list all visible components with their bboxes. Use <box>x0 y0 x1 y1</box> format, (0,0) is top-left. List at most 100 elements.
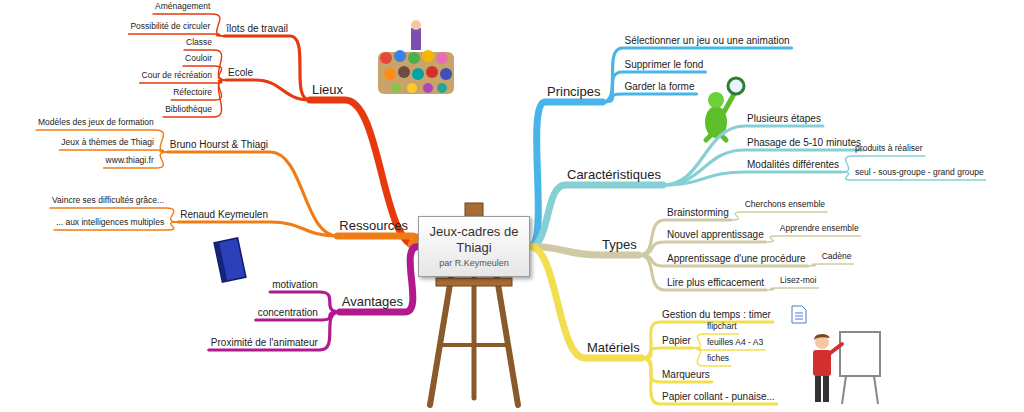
subtopic: Phasage de 5-10 minutes <box>745 137 863 151</box>
mindmap-branch <box>603 48 792 102</box>
mindmap-branch <box>140 80 226 83</box>
detail-topic: flipchart <box>705 322 739 334</box>
detail-topic: Couloir <box>183 54 214 66</box>
mindmap-branch <box>663 150 863 185</box>
topic-label: Gestion du temps : timer <box>662 309 771 321</box>
topic-label: Ressources <box>339 219 408 234</box>
mindmap-branch <box>642 358 777 404</box>
topic-label: Renaud Keymeulen <box>180 209 268 221</box>
subtopic: Garder la forme <box>622 81 696 95</box>
mindmap-branch <box>59 150 168 152</box>
mindmap-branch <box>163 80 226 117</box>
topic-label: Cadène <box>822 252 852 262</box>
subtopic: Brainstorming <box>665 207 731 221</box>
topic-label: Cherchons ensemble <box>745 200 825 210</box>
subtopic: îlots de travail <box>224 23 290 37</box>
subtopic: Papier collant - punaise... <box>660 391 777 405</box>
subtopic: Plusieurs étapes <box>745 113 823 127</box>
subtopic: Marqueurs <box>660 369 712 383</box>
classroom-picture <box>378 20 454 94</box>
mindmap-branch <box>663 172 841 185</box>
mindmap-branch <box>224 36 310 100</box>
topic-author: par R.Keymeulen <box>425 258 523 269</box>
main-branch-topic: Ressources <box>337 219 410 236</box>
subtopic: Nouvel apprentissage <box>665 229 766 243</box>
topic-label: Apprentissage d'une procédure <box>667 253 806 265</box>
topic-label: ... aux intelligences multiples <box>56 218 164 228</box>
topic-label: Cour de récréation <box>142 71 212 81</box>
topic-label: Couloir <box>185 54 212 64</box>
mindmap-branch <box>603 94 697 102</box>
topic-label: Lieux <box>312 83 343 98</box>
topic-label: Possibilité de circuler <box>130 22 210 32</box>
mindmap-branch <box>168 152 338 236</box>
detail-topic: Classe <box>184 38 214 50</box>
detail-topic: feuilles A4 - A3 <box>705 338 765 350</box>
mindmap-branch <box>642 348 693 358</box>
topic-label: Nouvel apprentissage <box>667 229 764 241</box>
book-icon <box>214 238 246 282</box>
subtopic: Renaud Keymeulen <box>178 209 270 223</box>
detail-topic: Lisez-moi <box>778 276 818 288</box>
mindmap-branch <box>36 130 168 152</box>
mindmap-branch <box>209 312 340 350</box>
topic-label: Modalités différentes <box>747 159 839 171</box>
mindmap-branch <box>766 236 861 242</box>
topic-label: Jeux à thèmes de Thiagi <box>61 138 153 148</box>
subtopic: Bruno Hourst & Thiagi <box>168 139 270 153</box>
topic-label: concentration <box>258 307 318 319</box>
topic-label: Lisez-moi <box>780 276 816 286</box>
detail-topic: fiches <box>705 354 731 366</box>
main-branch-topic: Avantages <box>340 295 405 312</box>
mindmap-branch <box>530 185 663 247</box>
topic-label: produits à réaliser <box>855 144 923 154</box>
topic-label: Papier <box>662 335 691 347</box>
topic-title: Jeux-cadres de Thiagi <box>425 224 523 255</box>
detail-topic: Cherchons ensemble <box>743 200 827 212</box>
subtopic: Supprimer le fond <box>622 59 705 73</box>
topic-label: flipchart <box>707 322 737 332</box>
topic-label: Proximité de l'animateur <box>211 337 318 349</box>
detail-topic: Bibliothèque <box>163 105 214 117</box>
topic-label: Garder la forme <box>624 81 694 93</box>
topic-label: Réfectoire <box>173 88 212 98</box>
topic-label: Sélectionner un jeu ou une animation <box>624 35 789 47</box>
detail-topic: www.thiagi.fr <box>104 156 156 168</box>
topic-label: Marqueurs <box>662 369 710 381</box>
main-branch-topic: Matériels <box>585 341 642 358</box>
detail-topic: produits à réaliser <box>853 144 925 156</box>
topic-label: Apprendre ensemble <box>780 224 859 234</box>
topic-label: www.thiagi.fr <box>106 156 154 166</box>
detail-topic: Modèles des jeux de formation <box>36 118 156 130</box>
mindmap-branch <box>663 126 823 185</box>
topic-label: seul - sous-groupe - grand groupe <box>855 168 984 178</box>
detail-topic: Vaincre ses difficultés grâce... <box>50 196 166 208</box>
mindmap-branch <box>337 236 418 247</box>
topic-label: Aménagement <box>155 2 210 12</box>
detail-topic: Jeux à thèmes de Thiagi <box>59 138 155 150</box>
topic-label: îlots de travail <box>226 23 288 35</box>
topic-label: Ecole <box>228 67 253 79</box>
main-branch-topic: Lieux <box>310 83 345 100</box>
detail-topic: Apprendre ensemble <box>778 224 861 236</box>
detail-topic: Cour de récréation <box>140 71 214 83</box>
topic-label: feuilles A4 - A3 <box>707 338 763 348</box>
topic-label: Avantages <box>342 295 403 310</box>
detail-topic: Réfectoire <box>171 88 214 100</box>
mindmap-branch <box>530 247 642 359</box>
mindmap-branch <box>178 222 337 236</box>
mindmap-branch <box>693 348 731 366</box>
mindmap-branch <box>642 322 773 358</box>
mindmap-branch <box>340 247 418 313</box>
subtopic: Apprentissage d'une procédure <box>665 253 808 267</box>
topic-label: Caractéristiques <box>567 168 661 183</box>
subtopic: Modalités différentes <box>745 159 841 173</box>
mindmap-branch <box>603 72 706 102</box>
subtopic: Ecole <box>226 67 255 81</box>
topic-label: Vaincre ses difficultés grâce... <box>52 196 164 206</box>
topic-label: Lire plus efficacement <box>667 277 764 289</box>
central-topic: Jeux-cadres de Thiagi par R.Keymeulen <box>418 216 530 277</box>
topic-label: Plusieurs étapes <box>747 113 821 125</box>
